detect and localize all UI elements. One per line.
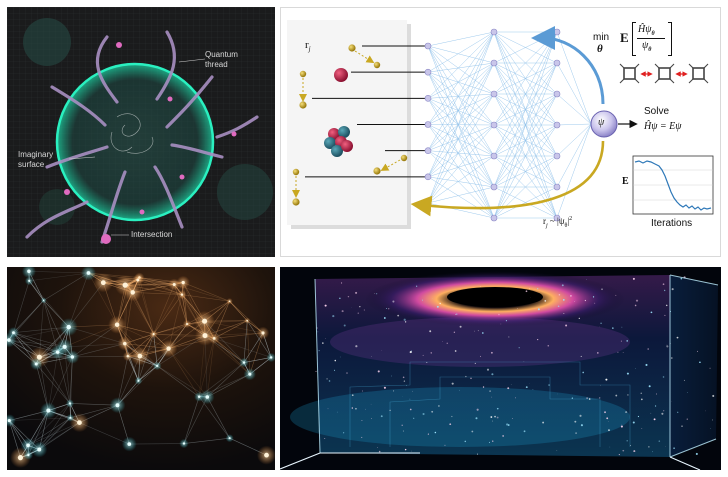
molecule-configurations — [619, 63, 709, 84]
network-node — [553, 90, 561, 98]
network-node — [490, 28, 498, 36]
electron-particle — [373, 167, 381, 175]
network-node — [490, 152, 498, 160]
electron-particle — [292, 198, 300, 206]
network-node — [553, 214, 561, 222]
wavefunction-node — [590, 110, 618, 138]
network-node — [424, 173, 432, 181]
nucleus-red — [334, 68, 348, 82]
network-node — [553, 121, 561, 129]
optimisation-arrow — [531, 26, 605, 105]
expectation-symbol: E — [620, 30, 629, 45]
schrodinger-equation: Ĥψ = Eψ — [644, 121, 682, 132]
network-node — [490, 183, 498, 191]
neural-network-diagram — [287, 20, 714, 229]
network-node — [424, 147, 432, 154]
local-energy-numerator: Ĥψθ — [638, 24, 655, 37]
iterations-label: Iterations — [651, 218, 693, 229]
imaginary-surface-label: Imaginary surface — [18, 150, 54, 169]
network-node — [490, 59, 498, 67]
glowing-network-panel — [7, 267, 275, 470]
energy-convergence-plot — [632, 155, 714, 215]
intersection-label: Intersection — [131, 230, 173, 239]
network-node — [424, 68, 432, 76]
cosmic-cube-panel — [280, 267, 721, 470]
positions-label: rj — [305, 39, 311, 54]
quantum-threads-panel: Quantum thread Imaginary surface Interse… — [7, 7, 275, 257]
sampling-arrow — [410, 140, 605, 217]
network-node — [553, 59, 561, 67]
electron-particle — [348, 44, 356, 52]
network-node — [490, 90, 498, 98]
min-label: min — [593, 32, 610, 43]
electron-particle — [292, 168, 300, 176]
solve-label: Solve — [644, 106, 670, 117]
sampling-label: rj ~ |ψθ|2 — [543, 216, 573, 229]
energy-axis-label: E — [622, 176, 629, 187]
cosmic-cube-image — [280, 267, 721, 470]
expectation-brackets: Ĥψθ ψθ — [632, 22, 672, 56]
electron-particle — [373, 61, 381, 69]
network-node — [553, 183, 561, 191]
electron-particle — [400, 154, 408, 162]
psi-node-label: ψ — [598, 117, 605, 128]
neural-wavefunction-panel: rj min θ E Ĥψθ ψθ ψ Solve Ĥψ = Eψ rj ~ |… — [280, 7, 721, 257]
electron-particle — [299, 101, 307, 109]
electron-particle — [299, 70, 307, 78]
network-node — [424, 95, 432, 102]
network-node — [424, 42, 432, 50]
network-node — [490, 121, 498, 129]
network-node — [553, 152, 561, 160]
network-node — [553, 28, 561, 36]
quantum-thread-label: Quantum thread — [205, 50, 238, 69]
network-node — [490, 214, 498, 222]
network-node — [424, 121, 432, 128]
quantum-threads-illustration — [7, 7, 275, 257]
glowing-network-image — [7, 267, 275, 470]
local-energy-denominator: ψθ — [642, 40, 652, 53]
theta-label: θ — [597, 43, 603, 55]
nucleus-cluster — [324, 126, 353, 157]
